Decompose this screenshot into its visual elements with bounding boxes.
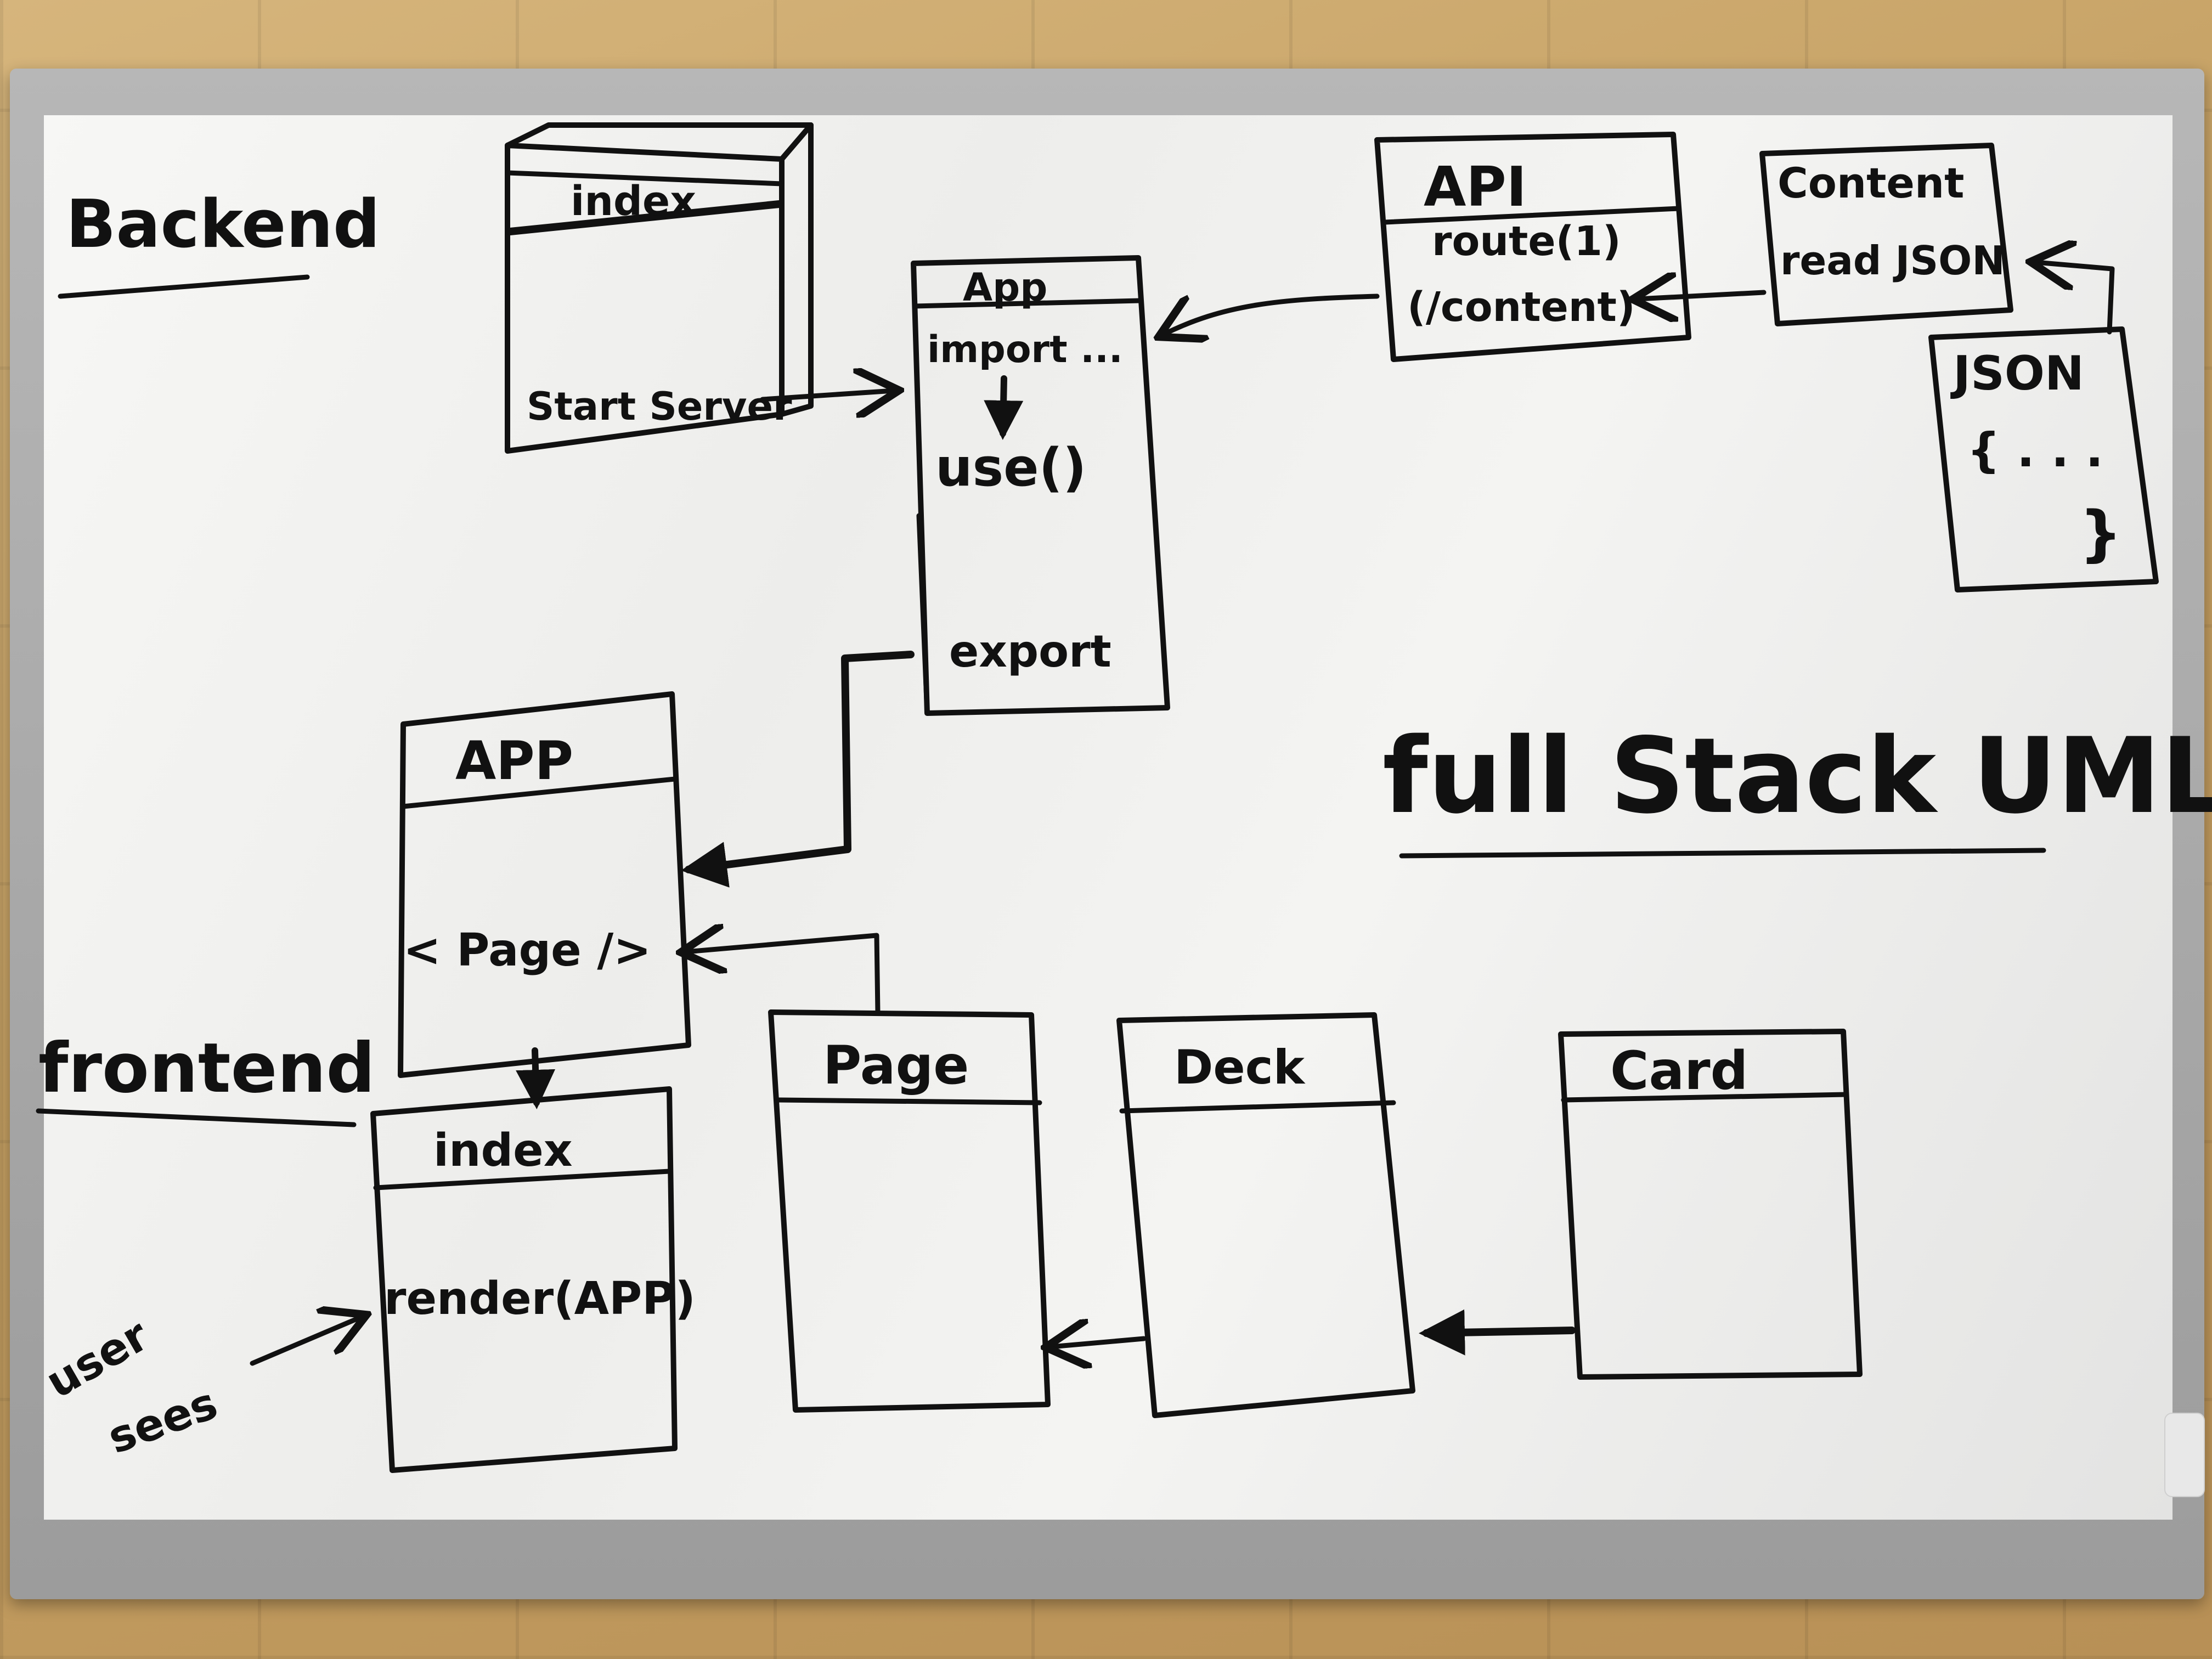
frontend-app-class: APP < Page /> [398,691,691,1078]
frontend-deck-class: Deck [1116,1012,1415,1418]
frontend-page-name: Page [823,1035,969,1096]
backend-api-class: API route(1) (/content) [1374,132,1691,362]
user-note-line2: sees [101,1378,224,1464]
whiteboard-surface [44,115,2172,1520]
connector-api-to-app [1163,294,1380,335]
backend-underline [58,274,310,299]
connector-app-to-index [516,1047,556,1109]
frontend-card-class: Card [1558,1029,1863,1380]
frontend-app-member: < Page /> [403,924,651,977]
backend-content-class: Content read JSON [1759,143,2013,326]
connector-card-to-deck [1419,1309,1576,1356]
backend-label: Backend [66,187,380,263]
connector-deck-to-page [1051,1339,1147,1347]
connector-page-to-app [686,935,881,1015]
frontend-index-member: render(APP) [384,1273,696,1325]
backend-json-open: { . . . [1967,423,2103,478]
diagram-title: full Stack UML [1383,715,2212,837]
backend-app-member-use: use() [935,438,1086,498]
frontend-app-name: APP [455,730,573,792]
connector-json-to-content [2035,262,2115,335]
backend-index-class: index Start Server [505,122,814,454]
user-note-line1: user [37,1310,157,1408]
connector-content-to-api [1638,292,1767,299]
frontend-label: frontend [38,1029,375,1108]
backend-json-class: JSON { . . . } [1928,326,2159,592]
backend-index-name: index [571,178,696,225]
connector-user-to-index [250,1317,362,1366]
backend-index-member: Start Server [527,384,792,429]
backend-json-close: } [2079,498,2122,568]
frontend-deck-name: Deck [1174,1040,1306,1095]
frontend-page-class: Page [768,1009,1051,1413]
frontend-underline [36,1108,357,1127]
connector-index-to-app [760,391,894,399]
connector-export-to-frontend-app [681,651,915,888]
backend-api-member-route: route(1) [1432,218,1621,265]
frontend-index-name: index [433,1125,573,1177]
frontend-index-class: index render(APP) [370,1086,696,1473]
backend-api-name: API [1424,155,1527,219]
backend-app-member-import: import ... [927,328,1123,371]
backend-app-class: App import ... use() export [911,255,1170,716]
backend-app-member-export: export [949,626,1111,677]
frontend-card-name: Card [1610,1040,1748,1102]
backend-content-member: read JSON [1780,238,2005,284]
title-underline [1399,848,2046,859]
backend-content-name: Content [1778,159,1964,207]
backend-api-member-content: (/content) [1407,284,1635,331]
eraser [2164,1413,2205,1497]
backend-app-name: App [963,265,1047,310]
backend-json-name: JSON [1950,346,2084,401]
